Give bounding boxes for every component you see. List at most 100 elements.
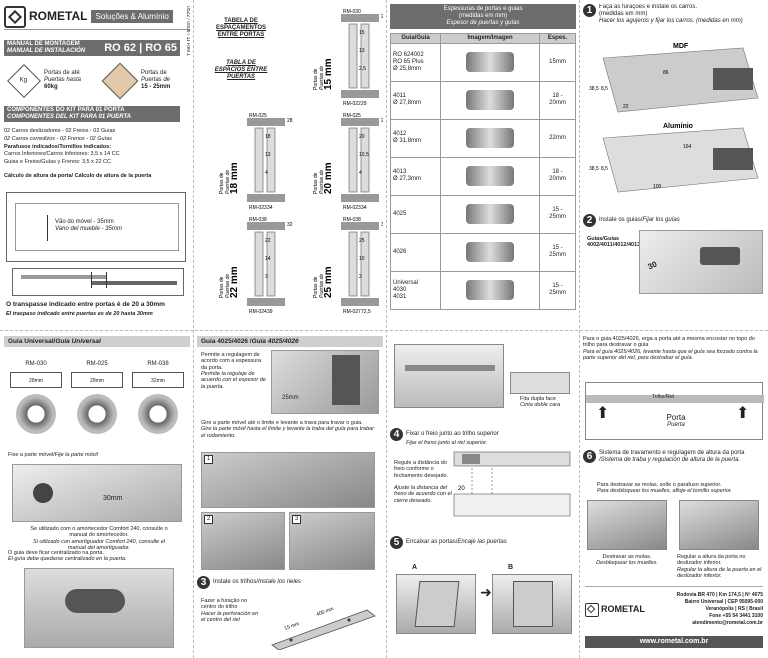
dim-label: 15 — [359, 30, 365, 36]
variant-diagram: 28mm — [71, 372, 123, 389]
dim-label: 14 — [265, 256, 271, 262]
variant-label: RM-025 — [86, 361, 108, 368]
website-link[interactable]: www.rometal.com.br — [585, 636, 763, 649]
thickness-panel: Espessuras de portas e guias (medidas em… — [390, 4, 576, 326]
bottom-rail — [341, 298, 379, 306]
door-panel — [348, 127, 358, 193]
spacing-panel: TABELA DE ESPAÇAMENTOS ENTRE PORTAS TABL… — [197, 4, 383, 326]
address: Rodovia BR 470 | Km 174,5 | Nº 4075 Bair… — [657, 592, 763, 627]
transpasse-es: El traspaso indicado entre puertas es de… — [6, 311, 153, 317]
cabinet-diagram: Vão do móvel - 35mm Vano del mueble - 35… — [6, 192, 186, 262]
step5-text-pt: Encaixar as portas/ — [406, 539, 458, 546]
portas-pt: Portas de — [313, 172, 319, 194]
step4-text-es: Fijar el freno junto al riel superior. — [406, 440, 488, 446]
portas-es: Puertas de — [319, 274, 325, 298]
title-es: Guía 4025/4026 — [251, 338, 299, 345]
bottom-label: RM-024 — [249, 309, 267, 315]
kit-item: 02 Carros deslizadores - 02 Freios - 02 … — [4, 127, 116, 134]
guide-cell: 4025 — [390, 194, 441, 234]
address-line: Bairro Universal | CEP 95095-000 — [684, 599, 763, 605]
dim-label: 13 — [265, 152, 271, 158]
guide-part-icon — [466, 128, 514, 149]
portas-es: Puertas de — [225, 274, 231, 298]
top-label: RM-038 — [249, 217, 267, 223]
thickness-title-pt: Espessuras de portas e guias — [443, 6, 523, 12]
dim-label: 20 — [359, 134, 365, 140]
center-pt: O guia deve ficar centralizado na porta. — [8, 550, 105, 556]
dim-label: 3 — [265, 274, 268, 280]
door-size: 20 mm — [323, 162, 334, 194]
step-number: 1 — [583, 4, 596, 17]
kit-title-bar: COMPONENTES DO KIT PARA 01 PORTA COMPONE… — [4, 105, 180, 122]
kit-list: 02 Carros deslizadores - 02 Freios - 02 … — [4, 128, 190, 168]
bottom-rail — [247, 194, 285, 202]
fold-line — [193, 0, 194, 658]
adjust-note: Regule a distância do freio conforme o f… — [394, 460, 452, 504]
dim-label: 13 — [359, 48, 365, 54]
bottom-rail — [247, 298, 285, 306]
footer-logo: ROMETAL — [585, 602, 657, 617]
door-panel — [254, 231, 264, 297]
dim-label: 164 — [683, 144, 692, 150]
step-number: 2 — [583, 214, 596, 227]
dim-label: 100 — [653, 184, 662, 190]
dim-label: 4 — [265, 170, 268, 176]
guide-note: Para o guia 4025/4026, erga a porta até … — [583, 336, 765, 361]
top-label: RM-030 — [343, 9, 361, 15]
steps-1-2-panel: 1 Faça as furações e instale os carros. … — [583, 4, 765, 326]
desc-es: Permite la regulaje de acuerdo con el es… — [201, 370, 266, 390]
fix-es: Fije la parte móvil — [54, 452, 98, 458]
drill-es: Hacer la perforación en el centro del ri… — [201, 610, 259, 623]
step3-header: 3 Instale os trilhos/ Instale los rieles — [197, 576, 301, 589]
dim-label: 32 — [287, 222, 293, 228]
guide-cell: Universal 4030 4031 — [390, 270, 441, 310]
manual-title-pt: MANUAL DE MONTAGEM — [7, 41, 80, 47]
universal-title-pt: Guia Universal/ — [8, 338, 56, 345]
dim-label: 28 — [381, 118, 383, 124]
door-pt: Porta — [666, 413, 686, 422]
guide-image — [440, 118, 540, 158]
top-label: RM-025 — [343, 113, 361, 119]
base-dim: 72,5 — [361, 309, 371, 315]
cap2-es: Regular la altura de la puerta en el des… — [677, 566, 762, 579]
step3-text-pt: Instale os trilhos/ — [213, 579, 259, 586]
unlock-pt: Para destravar as molas, solte o parafus… — [597, 482, 722, 488]
email-link[interactable]: atendimento@rometal.com.br — [692, 620, 763, 626]
rail-bar — [586, 395, 764, 403]
address-line: Rodovia BR 470 | Km 174,5 | Nº 4075 — [676, 592, 763, 598]
door-lift-diagram: Trilho/Riel ⬆ ⬆ Porta Puerta — [585, 382, 764, 440]
thick-pt: Portas de — [141, 70, 167, 77]
step6-text-es: /Sistema de traba y regulación de altura… — [599, 456, 741, 463]
step-2-photo: 2 — [201, 512, 285, 570]
door-insert-b — [492, 574, 572, 634]
variant-photo — [138, 394, 178, 435]
step1-text-pt2: (medidas em mm) — [599, 10, 648, 17]
step4-text-pt: Fixar o freio junto ao trilho superior — [406, 431, 499, 438]
thickness-title: Espessuras de portas e guias (medidas em… — [390, 4, 576, 29]
center-photo — [24, 568, 174, 648]
base-dim: 39 — [267, 309, 273, 315]
tape-pt: Fita dupla face — [520, 396, 557, 402]
label-a: A — [412, 564, 418, 571]
dim-label: 8,5 — [601, 86, 608, 92]
drill-note: Fazer a furação no centro do trilho Hace… — [201, 598, 261, 623]
kit-title-es: COMPONENTES DEL KIT PARA 01 PUERTA — [7, 113, 132, 120]
dim-label: 15 mm — [284, 621, 300, 632]
kit-item: Parafusos indicados/Tornillos indicados: — [4, 143, 112, 150]
guide-cell: 4026 — [390, 232, 441, 272]
arrow-icon: ➜ — [480, 584, 492, 600]
steps-4-5-panel: Fita dupla face Cinta doble cara 4 Fixar… — [390, 336, 576, 654]
specs-row: Kg Portas de até Puertas hasta 60kg Port… — [4, 62, 190, 100]
base-dim: 29 — [361, 101, 367, 107]
center-note: O guia deve ficar centralizado na porta.… — [8, 550, 127, 563]
guide-part-icon — [466, 166, 514, 187]
variant-diagram: 28mm — [10, 372, 62, 389]
caption-height: Regular a altura da porta no deslizador … — [677, 554, 763, 579]
